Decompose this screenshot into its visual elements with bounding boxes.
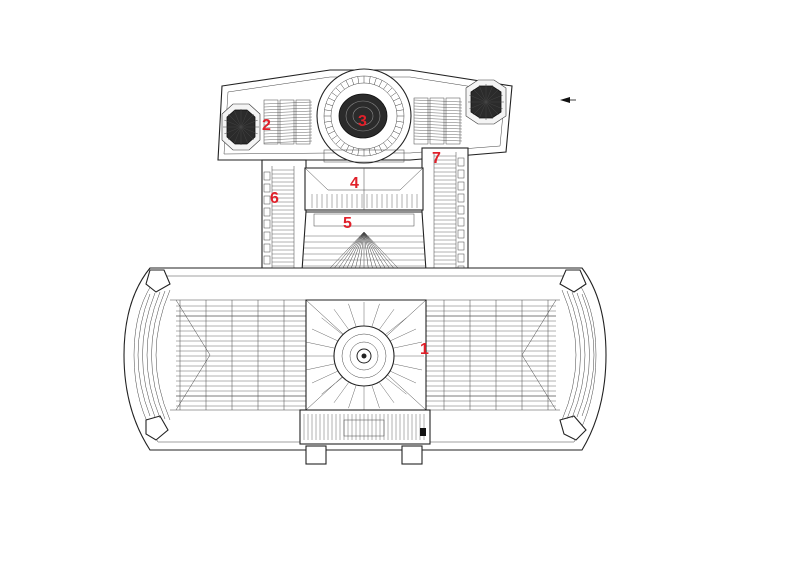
label-3: 3 [358, 113, 367, 130]
main-nave [123, 267, 607, 465]
north-arrow-icon [560, 97, 576, 103]
label-7: 7 [432, 150, 441, 167]
corridor-east [421, 147, 469, 279]
zone-labels: 1 2 3 4 5 6 7 [262, 113, 441, 358]
left-octagonal-pavilion [221, 103, 261, 151]
label-4: 4 [350, 175, 359, 192]
upper-wing [217, 68, 513, 164]
label-6: 6 [270, 190, 279, 207]
right-octagonal-pavilion [465, 79, 507, 125]
upper-left-gallery [263, 99, 313, 145]
label-5: 5 [343, 215, 352, 232]
stair-hall [304, 167, 424, 211]
upper-right-gallery [413, 97, 463, 145]
label-2: 2 [262, 117, 271, 134]
corridor-west [261, 159, 307, 279]
label-1: 1 [420, 341, 429, 358]
central-rotunda [316, 68, 412, 164]
